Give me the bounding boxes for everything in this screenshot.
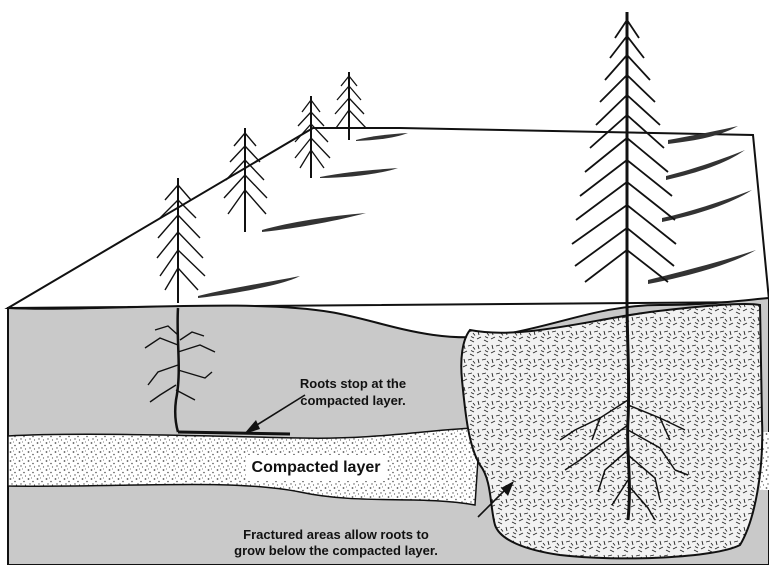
roots-stop-label: Roots stop at the compacted layer. bbox=[283, 375, 423, 409]
fractured-zone bbox=[461, 304, 762, 558]
roots-stop-line1: Roots stop at the bbox=[283, 375, 423, 392]
fractured-line2: grow below the compacted layer. bbox=[206, 543, 466, 559]
roots-stop-line2: compacted layer. bbox=[283, 392, 423, 409]
fractured-areas-label: Fractured areas allow roots to grow belo… bbox=[206, 527, 466, 559]
compacted-layer-label: Compacted layer bbox=[246, 455, 386, 481]
fractured-line1: Fractured areas allow roots to bbox=[206, 527, 466, 543]
